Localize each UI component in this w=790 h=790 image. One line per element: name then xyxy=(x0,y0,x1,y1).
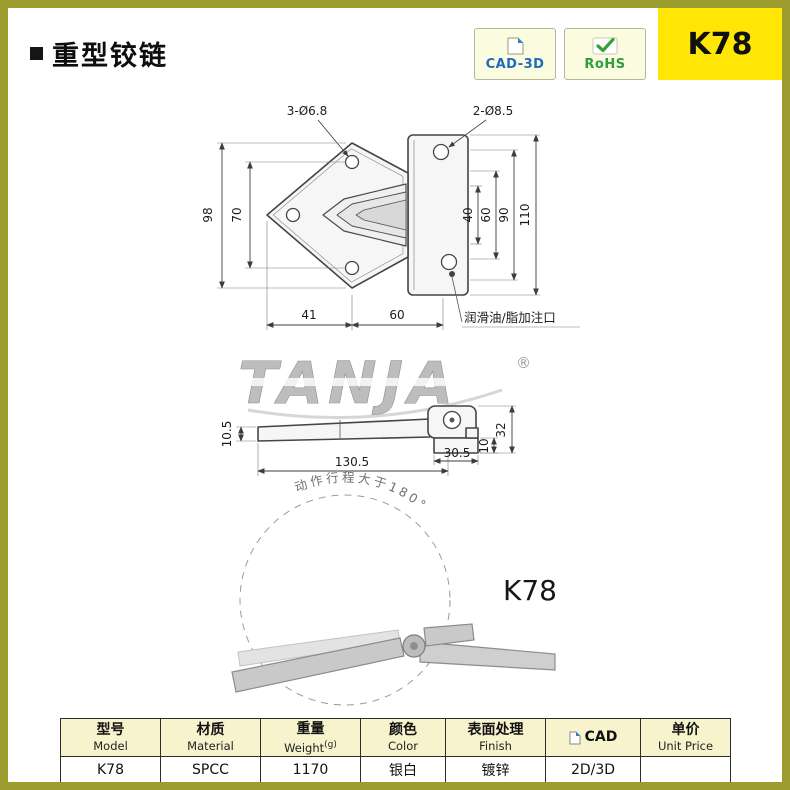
hole-callout-left: 3-Ø6.8 xyxy=(287,104,328,118)
motion-view: 动作行程大于180° K78 xyxy=(231,470,557,706)
dim-40: 40 xyxy=(461,207,475,222)
page-title-group: 重型铰链 xyxy=(30,34,168,73)
leaf-rib-inner xyxy=(355,199,407,231)
header-bar: 重型铰链 CAD-3D RoHS K78 xyxy=(8,8,782,84)
plate-hole-top xyxy=(432,143,450,161)
certification-badges: CAD-3D RoHS xyxy=(474,28,646,80)
motion-arc xyxy=(239,494,451,706)
motion-model-label: K78 xyxy=(503,574,557,607)
hole-callout-right: 2-Ø8.5 xyxy=(473,104,514,118)
spec-table: 型号 Model 材质 Material 重量 Weight(g) 颜色 Col… xyxy=(60,718,731,782)
dim-30-5: 30.5 xyxy=(444,446,471,460)
grease-fitting xyxy=(449,271,455,277)
dim-110: 110 xyxy=(518,204,532,227)
leaf-hole-left xyxy=(285,207,301,223)
rohs-badge-label: RoHS xyxy=(584,56,626,72)
grease-port-label: 润滑油/脂加注口 xyxy=(464,310,556,325)
watermark-registered-mark: ® xyxy=(516,354,531,372)
motion-arc-label: 动作行程大于180° xyxy=(292,470,431,514)
col-header-material: 材质 Material xyxy=(160,718,261,757)
dim-32: 32 xyxy=(494,422,508,437)
watermark-swoosh xyxy=(247,388,503,420)
cell-finish: 镀锌 xyxy=(445,756,546,782)
leaf-hole-top xyxy=(344,154,360,170)
side-bracket xyxy=(433,437,479,454)
model-code-box: K78 xyxy=(658,8,782,80)
dim-60-bottom: 60 xyxy=(389,308,404,322)
page-title: 重型铰链 xyxy=(52,41,168,72)
motion-leaf-open xyxy=(231,637,405,693)
col-header-price: 单价 Unit Price xyxy=(640,718,731,757)
side-view: 10.5 130.5 30.5 10 32 xyxy=(220,405,516,476)
col-header-color: 颜色 Color xyxy=(360,718,446,757)
side-leaf xyxy=(257,418,431,442)
cell-model: K78 xyxy=(60,756,161,782)
spec-table-data-row: K78 SPCC 1170 银白 镀锌 2D/3D xyxy=(60,756,731,782)
cell-price xyxy=(640,756,731,782)
col-header-cad: CAD xyxy=(545,718,641,757)
cell-color: 银白 xyxy=(360,756,446,782)
dim-130-5: 130.5 xyxy=(335,455,369,469)
cell-material: SPCC xyxy=(160,756,261,782)
rohs-badge: RoHS xyxy=(564,28,646,80)
dim-10-5: 10.5 xyxy=(220,421,234,448)
front-view: 3-Ø6.8 2-Ø8.5 98 70 41 60 40 xyxy=(201,104,580,330)
dim-41: 41 xyxy=(301,308,316,322)
col-header-model: 型号 Model xyxy=(60,718,161,757)
cad-document-icon xyxy=(507,37,524,54)
rohs-check-icon xyxy=(592,37,618,54)
cell-cad[interactable]: 2D/3D xyxy=(545,756,641,782)
watermark-stripe xyxy=(232,378,514,386)
technical-drawing: TANJA ® 3-Ø6.8 2-Ø8.5 xyxy=(201,104,580,706)
cad-badge-label: CAD-3D xyxy=(485,56,545,72)
dim-98: 98 xyxy=(201,207,215,222)
dim-60-right: 60 xyxy=(479,207,493,222)
dim-10: 10 xyxy=(477,438,491,453)
leaf-hole-bottom xyxy=(344,260,360,276)
dim-90: 90 xyxy=(497,207,511,222)
dim-70: 70 xyxy=(230,207,244,222)
title-bullet xyxy=(30,47,43,60)
spec-table-header-row: 型号 Model 材质 Material 重量 Weight(g) 颜色 Col… xyxy=(60,718,731,757)
brand-watermark: TANJA ® xyxy=(232,349,531,420)
motion-base-plate xyxy=(419,641,556,671)
plate-hole-bottom xyxy=(440,253,458,271)
col-header-weight: 重量 Weight(g) xyxy=(260,718,361,757)
side-bracket-step xyxy=(465,427,479,439)
cell-weight: 1170 xyxy=(260,756,361,782)
col-header-finish: 表面处理 Finish xyxy=(445,718,546,757)
cad-3d-badge: CAD-3D xyxy=(474,28,556,80)
motion-bracket xyxy=(423,623,475,647)
cad-file-icon xyxy=(569,731,581,745)
